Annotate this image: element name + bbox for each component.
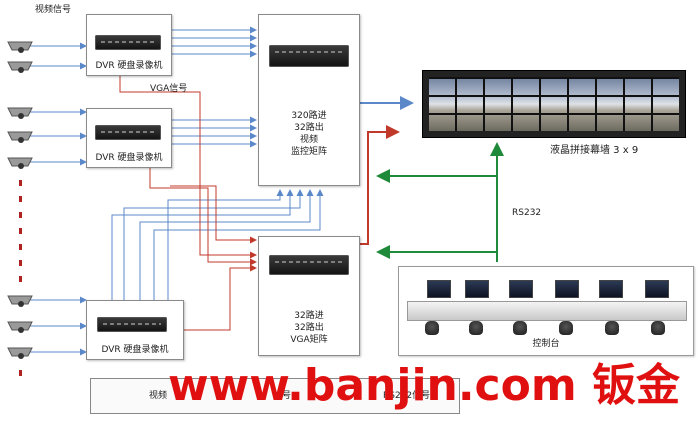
ellipsis-dot xyxy=(19,276,22,282)
video-wall xyxy=(422,70,686,138)
ellipsis-dot xyxy=(19,244,22,250)
video-wall-label: 液晶拼接幕墙 3 x 9 xyxy=(550,145,639,156)
camera-icon xyxy=(7,41,33,53)
watermark-text: www.banjin.com 钣金 xyxy=(168,360,681,411)
camera-feed-lines xyxy=(30,42,87,356)
matrix-device-icon xyxy=(269,45,349,67)
ellipsis-dot xyxy=(19,196,22,202)
console-desk xyxy=(407,301,687,321)
monitor-icon xyxy=(427,280,451,298)
camera-icon xyxy=(7,107,33,119)
dvr-device-icon xyxy=(95,125,161,140)
console-area: 控制台 xyxy=(398,266,694,356)
dvr-device-icon xyxy=(97,317,167,332)
chair-icon xyxy=(513,321,527,335)
matrix-video-line3: 视频 xyxy=(299,135,318,145)
dvr-label: DVR 硬盘录像机 xyxy=(95,61,163,71)
video-signal-label: 视频信号 xyxy=(35,5,72,15)
ellipsis-dot xyxy=(19,180,22,186)
monitor-icon xyxy=(465,280,489,298)
monitor-icon xyxy=(645,280,669,298)
chair-icon xyxy=(469,321,483,335)
legend-video-label: 视频 xyxy=(149,391,168,401)
camera-icon xyxy=(7,347,33,359)
camera-icon xyxy=(7,131,33,143)
chair-icon xyxy=(559,321,573,335)
monitor-icon xyxy=(509,280,533,298)
dvr-box: DVR 硬盘录像机 xyxy=(86,300,184,360)
legend-rs232-label: RS232信号 xyxy=(383,391,431,401)
matrix-device-icon xyxy=(269,255,349,275)
ellipsis-dot xyxy=(19,370,22,376)
monitor-icon xyxy=(599,280,623,298)
video-wall-grid xyxy=(429,77,679,131)
matrix-video-line4: 监控矩阵 xyxy=(290,147,327,157)
console-label: 控制台 xyxy=(532,339,560,349)
camera-icon xyxy=(7,61,33,73)
monitor-icon xyxy=(555,280,579,298)
matrix-video-line2: 32路出 xyxy=(294,123,324,133)
dvr-to-video-matrix-lines xyxy=(111,26,414,300)
legend-control-label: 信号 xyxy=(273,391,292,401)
camera-icon xyxy=(7,321,33,333)
chair-icon xyxy=(425,321,439,335)
rs232-lines xyxy=(376,142,504,262)
camera-icon xyxy=(7,157,33,169)
matrix-video-line1: 320路进 xyxy=(291,111,327,121)
chair-icon xyxy=(651,321,665,335)
dvr-label: DVR 硬盘录像机 xyxy=(101,345,169,355)
dvr-device-icon xyxy=(95,35,161,50)
dvr-box: DVR 硬盘录像机 xyxy=(86,108,172,168)
vga-signal-label: VGA信号 xyxy=(150,84,188,94)
vga-signal-lines xyxy=(119,74,400,331)
ellipsis-dot xyxy=(19,260,22,266)
camera-icon xyxy=(7,295,33,307)
matrix-vga-line2: 32路出 xyxy=(294,323,324,333)
dvr-box: DVR 硬盘录像机 xyxy=(86,14,172,76)
matrix-vga-line1: 32路进 xyxy=(294,311,324,321)
rs232-label: RS232 xyxy=(512,208,542,218)
ellipsis-dot xyxy=(19,212,22,218)
dvr-label: DVR 硬盘录像机 xyxy=(95,153,163,163)
matrix-vga-line3: VGA矩阵 xyxy=(290,335,328,345)
ellipsis-dot xyxy=(19,228,22,234)
legend: 视频 信号 RS232信号 xyxy=(90,378,460,414)
chair-icon xyxy=(605,321,619,335)
vga-matrix-box: 32路进 32路出 VGA矩阵 xyxy=(258,236,360,356)
video-matrix-box: 320路进 32路出 视频 监控矩阵 xyxy=(258,14,360,186)
